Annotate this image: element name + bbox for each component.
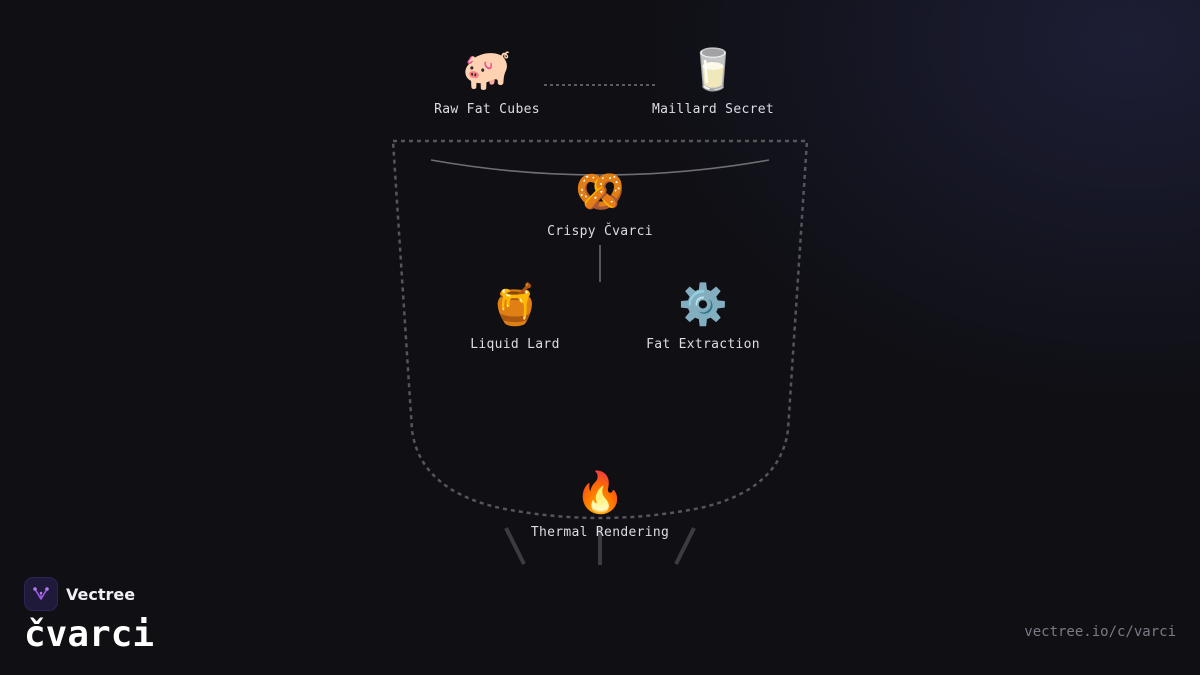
node-label: Fat Extraction (646, 337, 760, 352)
brand-row: Vectree (24, 577, 154, 611)
gear-icon: ⚙️ (678, 282, 728, 328)
node-crispy-cvarci: 🥨 Crispy Čvarci (547, 168, 653, 239)
node-label: Liquid Lard (470, 337, 560, 352)
honey-pot-icon: 🍯 (490, 282, 540, 328)
node-label: Crispy Čvarci (547, 224, 653, 239)
node-maillard-secret: 🥛 Maillard Secret (652, 46, 774, 117)
pig-icon: 🐖 (462, 47, 512, 93)
node-raw-fat-cubes: 🐖 Raw Fat Cubes (434, 46, 540, 117)
surface-arc (430, 159, 770, 176)
page-title: čvarci (24, 614, 155, 655)
vectree-logo-icon (24, 577, 58, 611)
brand-name: Vectree (66, 584, 136, 604)
cauldron-outline (391, 139, 809, 520)
source-url-link[interactable]: vectree.io/c/varci (1024, 624, 1176, 640)
milk-glass-icon: 🥛 (688, 47, 738, 93)
brand-block: Vectree čvarci (24, 577, 154, 657)
node-liquid-lard: 🍯 Liquid Lard (470, 281, 559, 352)
node-thermal-rendering: 🔥 Thermal Rendering (531, 469, 669, 540)
node-fat-extraction: ⚙️ Fat Extraction (646, 281, 760, 352)
node-label: Thermal Rendering (530, 525, 670, 540)
pretzel-icon: 🥨 (575, 169, 625, 215)
stand-leg-left (504, 527, 526, 565)
stand-leg-right (674, 527, 696, 565)
node-label: Maillard Secret (652, 102, 774, 117)
fire-icon: 🔥 (575, 470, 625, 516)
node-label: Raw Fat Cubes (434, 102, 540, 117)
